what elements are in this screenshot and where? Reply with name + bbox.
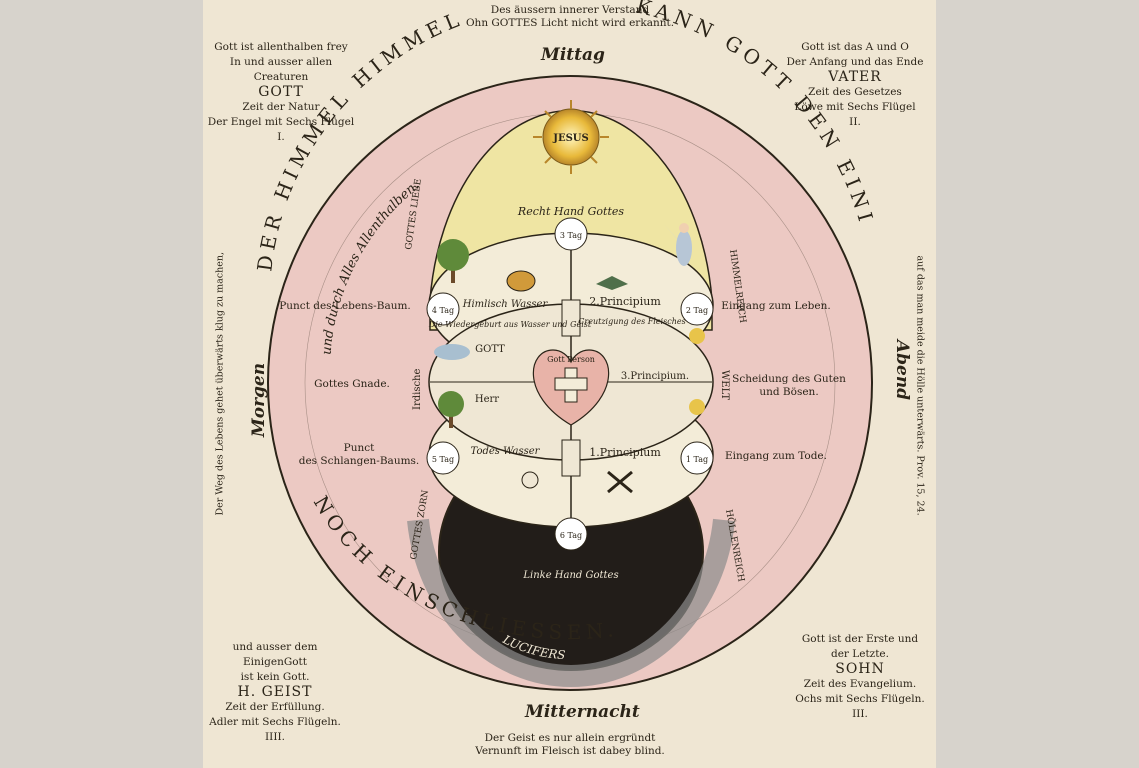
schlangen-baum-label: Punct des Schlangen-Baums. <box>294 442 424 468</box>
direction-north: Mittag <box>541 45 605 65</box>
bottom-caption-line2: Vernunft im Fleisch ist dabey blind. <box>475 745 665 757</box>
day1-circle <box>680 441 714 475</box>
corner-tr-title: VATER <box>828 69 882 85</box>
tag4-label: 4 Tag <box>432 306 454 315</box>
corner-tl-line1: Gott ist allenthalben frey <box>214 41 348 53</box>
tag5-label: 5 Tag <box>432 455 454 464</box>
top-caption-line2: Ohn GOTTES Licht nicht wird erkannt. <box>465 17 675 29</box>
day4-circle <box>426 292 460 326</box>
day3-circle <box>554 217 588 251</box>
todes-wasser-label: Todes Wasser <box>471 446 541 457</box>
corner-tl-line3: Zeit der Natur <box>242 101 320 113</box>
corner-bl-line4: Adler mit Sechs Flügeln. <box>209 716 341 728</box>
corner-bottom-left: und ausser dem EinigenGott ist kein Gott… <box>200 640 350 745</box>
small-sun-icon <box>689 328 705 344</box>
linke-hand-label: Linke Hand Gottes <box>522 570 618 581</box>
serpent-tree-icon <box>438 391 464 428</box>
day5-circle <box>426 441 460 475</box>
corner-bl-line2: ist kein Gott. <box>240 671 310 683</box>
corner-bl-numeral: IIII. <box>265 731 285 743</box>
corner-br-line4: Ochs mit Sechs Flügeln. <box>795 693 925 705</box>
jesus-label: JESUS <box>552 133 589 144</box>
corner-tl-numeral: I. <box>277 131 285 143</box>
bones-icon <box>607 470 633 494</box>
tag1-label: 1 Tag <box>686 455 708 464</box>
corner-tr-line3: Zeit des Gesetzes <box>808 86 902 98</box>
welt-label: WELT <box>719 370 730 400</box>
corner-tl-title: GOTT <box>258 84 304 100</box>
corner-bl-line3: Zeit der Erfüllung. <box>225 701 325 713</box>
tag2-label: 2 Tag <box>686 306 708 315</box>
top-caption-line1: Des äussern innerer Verstand <box>490 4 650 16</box>
lebens-baum-label: Punct des Lebens-Baum. <box>279 300 411 312</box>
hell-rim <box>407 518 735 687</box>
corner-top-left: Gott ist allenthalben frey In und ausser… <box>206 40 356 145</box>
corner-br-title: SOHN <box>835 661 885 677</box>
principium3-label: 3.Principium. <box>621 371 689 382</box>
scheidung-label: Scheidung des Guten und Bösen. <box>726 373 852 399</box>
left-vertical-text: Der Weg des Lebens gehet überwärts klug … <box>214 252 226 516</box>
scheidung-line2: und Bösen. <box>759 386 819 398</box>
gottes-gnade-label: Gottes Gnade. <box>314 378 390 390</box>
corner-tr-line2: Der Anfang und das Ende <box>786 56 924 68</box>
corner-br-numeral: III. <box>852 708 868 720</box>
day2-circle <box>680 292 714 326</box>
bird-icon <box>596 276 628 290</box>
day6-circle <box>554 517 588 551</box>
corner-br-line1: Gott ist der Erste und <box>801 633 919 645</box>
tag3-label: 3 Tag <box>560 231 582 240</box>
principium1-label: 1.Principium <box>589 446 661 459</box>
scheidung-line1: Scheidung des Guten <box>732 373 846 385</box>
gott-mid-label: GOTT <box>475 344 505 355</box>
direction-east: Abend <box>892 339 913 401</box>
schlangen-line1: Punct <box>343 442 375 454</box>
direction-west: Morgen <box>249 362 270 438</box>
corner-tl-line4: Der Engel mit Sechs Flügel <box>207 116 355 128</box>
lower-cross <box>561 439 581 477</box>
corner-bl-line1: und ausser dem EinigenGott <box>232 641 318 668</box>
angel-icon <box>664 223 692 266</box>
corner-br-line2: der Letzte. <box>830 648 889 660</box>
bottom-caption: Der Geist es nur allein ergründt Vernunf… <box>440 732 700 758</box>
irdische-label: Irdische <box>412 368 423 410</box>
direction-south: Mitternacht <box>525 702 640 722</box>
corner-tr-line1: Gott ist das A und O <box>801 41 909 53</box>
schlangen-line2: des Schlangen-Baums. <box>298 455 420 467</box>
heart-cross-bar <box>554 377 588 391</box>
eingang-leben-label: Eingang zum Leben. <box>721 300 831 312</box>
upper-cross <box>561 299 581 337</box>
principium2-label: 2.Principium <box>589 295 661 308</box>
tag6-label: 6 Tag <box>560 531 582 540</box>
bottom-caption-line1: Der Geist es nur allein ergründt <box>484 732 656 744</box>
eingang-tode-label: Eingang zum Tode. <box>725 450 827 462</box>
herr-label: Herr <box>475 394 499 405</box>
himlisch-wasser-label: Himlisch Wasser <box>462 299 549 310</box>
cloud-icon <box>434 344 470 360</box>
corner-tr-line4: Löwe mit Sechs Flügel <box>794 101 916 113</box>
star-icon <box>689 399 705 415</box>
corner-top-right: Gott ist das A und O Der Anfang und das … <box>780 40 930 130</box>
corner-bl-title: H. GEIST <box>237 684 313 700</box>
corner-tr-numeral: II. <box>849 116 861 128</box>
recht-hand-label: Recht Hand Gottes <box>517 205 624 218</box>
life-tree-icon <box>437 239 469 283</box>
creutzigung-label: Creutzigung des Fleisches <box>578 317 685 326</box>
sun-rays <box>533 100 609 174</box>
wiedergeburt-label: Die Wiedergeburt aus Wasser und Geist <box>428 320 592 329</box>
skull-icon <box>521 471 539 489</box>
corner-br-line3: Zeit des Evangelium. <box>803 678 917 690</box>
top-caption: Des äussern innerer Verstand Ohn GOTTES … <box>440 4 700 30</box>
right-vertical-text: auf das man meide die Hölle unterwärts. … <box>914 255 926 516</box>
crown-icon <box>506 270 536 292</box>
corner-tl-line2: In und ausser allen Creaturen <box>229 56 333 83</box>
gott-person-label: Gott Person <box>547 355 595 364</box>
corner-bottom-right: Gott ist der Erste und der Letzte. SOHN … <box>785 632 935 722</box>
